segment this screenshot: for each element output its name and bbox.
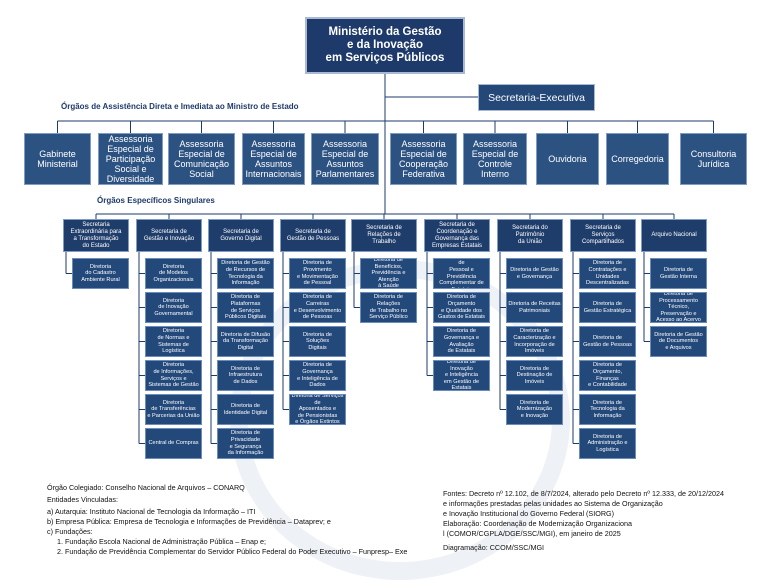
footer-left: Órgão Colegiado: Conselho Nacional de Ar… <box>47 483 407 557</box>
directorate-box-diretoria-de-governanca-e-inteligencia-d[interactable]: Diretoria de Governança e Inteligência d… <box>289 360 346 391</box>
source-line-2: e informações prestadas pelas unidades a… <box>443 499 663 508</box>
linked-entity-b: b) Empresa Pública: Empresa de Tecnologi… <box>47 517 331 526</box>
secretariat-box-arquivo-nacional[interactable]: Arquivo Nacional <box>641 219 707 252</box>
directorate-box-diretoria-de-processamento-tecnico-prese[interactable]: Diretoria de Processamento Técnico, Pres… <box>650 292 707 323</box>
directorate-box-diretoria-de-identidade-digital[interactable]: Diretoria de Identidade Digital <box>217 394 274 425</box>
directorate-box-diretoria-de-plataformas-de-servicos-pub[interactable]: Diretoria de Plataformas de Serviços Púb… <box>217 292 274 323</box>
assistance-box-gabinete-ministerial[interactable]: Gabinete Ministerial <box>24 133 91 185</box>
ministry-box[interactable]: Ministério da Gestão e da Inovação em Se… <box>305 17 465 74</box>
assistance-box-assessoria-especial-de-participacao-soci[interactable]: Assessoria Especial de Participação Soci… <box>98 133 163 185</box>
directorate-box-diretoria-de-orcamento-financas-e-contab[interactable]: Diretoria de Orçamento, Finanças e Conta… <box>579 360 636 391</box>
directorate-box-diretoria-de-orcamento-e-qualidade-dos-g[interactable]: Diretoria de Orçamento e Qualidade dos G… <box>433 292 490 323</box>
elaboration-line-1: Elaboração: Coordenação de Modernização … <box>443 519 632 528</box>
linked-entity-a: a) Autarquia: Instituto Nacional de Tecn… <box>47 507 256 516</box>
directorate-box-diretoria-de-servicos-de-aposentados-e-d[interactable]: Diretoria de Serviços de Aposentados e d… <box>289 394 346 425</box>
directorate-box-diretoria-de-transferencias-e-parcerias-[interactable]: Diretoria de Transferências e Parcerias … <box>145 394 202 425</box>
directorate-box-diretoria-de-gestao-e-governanca[interactable]: Diretoria de Gestão e Governança <box>506 258 563 289</box>
directorate-box-diretoria-de-administracao-e-logistica[interactable]: Diretoria de Administração e Logística <box>579 428 636 459</box>
directorate-box-diretoria-de-gestao-estrategica[interactable]: Diretoria de Gestão Estratégica <box>579 292 636 323</box>
secretariat-box-secretaria-extraordinaria-para-a-transfo[interactable]: Secretaria Extraordinária para a Transfo… <box>63 219 129 252</box>
linked-entities-title: Entidades Vinculadas: <box>47 495 118 504</box>
directorate-box-diretoria-de-caracterizacao-e-incorporac[interactable]: Diretoria de Caracterização e Incorporaç… <box>506 326 563 357</box>
directorate-box-diretoria-do-cadastro-ambiente-rural[interactable]: Diretoria do Cadastro Ambiente Rural <box>72 258 129 289</box>
foundation-1: 1. Fundação Escola Nacional de Administr… <box>57 537 266 546</box>
foundation-2: 2. Fundação de Previdência Complementar … <box>57 547 408 556</box>
directorate-box-diretoria-de-gestao-de-documentos-e-arqu[interactable]: Diretoria de Gestão de Documentos e Arqu… <box>650 326 707 357</box>
directorate-box-central-de-compras[interactable]: Central de Compras <box>145 428 202 459</box>
directorate-box-diretoria-de-receitas-patrimoniais[interactable]: Diretoria de Receitas Patrimoniais <box>506 292 563 323</box>
directorate-box-diretoria-de-solucoes-digitais[interactable]: Diretoria de Soluções Digitais <box>289 326 346 357</box>
secretariat-box-secretaria-de-servicos-compartilhados[interactable]: Secretaria de Serviços Compartilhados <box>570 219 636 252</box>
directorate-box-diretoria-de-contratacoes-e-unidades-des[interactable]: Diretoria de Contratações e Unidades Des… <box>579 258 636 289</box>
linked-entity-c: c) Fundações: <box>47 527 93 536</box>
assistance-box-assessoria-especial-de-assuntos-internac[interactable]: Assessoria Especial de Assuntos Internac… <box>242 133 305 185</box>
directorate-box-diretoria-de-modelos-organizacionais[interactable]: Diretoria de Modelos Organizacionais <box>145 258 202 289</box>
assistance-box-ouvidoria[interactable]: Ouvidoria <box>536 133 599 185</box>
assistance-box-consultoria-juridica[interactable]: Consultoria Jurídica <box>680 133 747 185</box>
elaboration-line-2: l (COMOR/CGPLA/DGE/SSC/MGI), em janeiro … <box>443 529 621 538</box>
directorate-box-diretoria-de-gestao-interna[interactable]: Diretoria de Gestão Interna <box>650 258 707 289</box>
directorate-box-diretoria-de-provimento-e-movimentacao-d[interactable]: Diretoria de Provimento e Movimentação d… <box>289 258 346 289</box>
directorate-box-diretoria-de-privacidade-e-seguranca-da-[interactable]: Diretoria de Privacidade e Segurança da … <box>217 428 274 459</box>
executive-secretariat-box[interactable]: Secretaria-Executiva <box>478 84 595 111</box>
directorate-box-diretoria-de-gestao-de-recursos-de-tecno[interactable]: Diretoria de Gestão de Recursos de Tecno… <box>217 258 274 289</box>
collegiate-text: Órgão Colegiado: Conselho Nacional de Ar… <box>47 483 245 492</box>
directorate-box-diretoria-de-politica-de-pessoal-e-previ[interactable]: Diretoria de Política de Pessoal e Previ… <box>433 258 490 289</box>
secretariat-box-secretaria-de-governo-digital[interactable]: Secretaria de Governo Digital <box>208 219 274 252</box>
source-line-3: e Inovação Institucional do Governo Fede… <box>443 509 614 518</box>
secretariat-box-secretaria-de-coordenacao-e-governanca-d[interactable]: Secretaria de Coordenação e Governança d… <box>424 219 490 252</box>
directorate-box-diretoria-de-difusao-da-transformacao-di[interactable]: Diretoria de Difusão da Transformação Di… <box>217 326 274 357</box>
secretariat-box-secretaria-do-patrimonio-da-uniao[interactable]: Secretaria do Patrimônio da União <box>497 219 563 252</box>
layout-credit: Diagramação: CCOM/SSC/MGI <box>443 543 545 552</box>
directorate-box-diretoria-de-gestao-de-pessoas[interactable]: Diretoria de Gestão de Pessoas <box>579 326 636 357</box>
assistance-box-assessoria-especial-de-cooperacao-federa[interactable]: Assessoria Especial de Cooperação Federa… <box>390 133 457 185</box>
assistance-box-assessoria-especial-de-controle-interno[interactable]: Assessoria Especial de Controle Interno <box>463 133 527 185</box>
assistance-box-assessoria-especial-de-assuntos-parlamen[interactable]: Assessoria Especial de Assuntos Parlamen… <box>311 133 379 185</box>
directorate-box-diretoria-de-beneficios-previdencia-e-at[interactable]: Diretoria de Benefícios, Previdência e A… <box>360 258 417 289</box>
directorate-box-diretoria-de-destinacao-de-imoveis[interactable]: Diretoria de Destinação de Imóveis <box>506 360 563 391</box>
directorate-box-diretoria-de-relacoes-de-trabalho-no-ser[interactable]: Diretoria de Relações de Trabalho no Ser… <box>360 292 417 323</box>
directorate-box-diretoria-de-carreiras-e-desenvolvimento[interactable]: Diretoria de Carreiras e Desenvolvimento… <box>289 292 346 323</box>
direct-assistance-heading: Órgãos de Assistência Direta e Imediata … <box>61 102 299 111</box>
footer-right: Fontes: Decreto nº 12.102, de 8/7/2024, … <box>443 489 724 553</box>
directorate-box-diretoria-de-modernizacao-e-inovacao[interactable]: Diretoria de Modernização e Inovação <box>506 394 563 425</box>
assistance-box-corregedoria[interactable]: Corregedoria <box>606 133 669 185</box>
directorate-box-diretoria-de-informacoes-servicos-e-sist[interactable]: Diretoria de Informações, Serviços e Sis… <box>145 360 202 391</box>
source-line-1: Fontes: Decreto nº 12.102, de 8/7/2024, … <box>443 489 724 498</box>
secretariat-box-secretaria-de-gestao-e-inovacao[interactable]: Secretaria de Gestão e Inovação <box>136 219 202 252</box>
directorate-box-diretoria-de-infraestrutura-de-dados[interactable]: Diretoria de Infraestrutura de Dados <box>217 360 274 391</box>
assistance-box-assessoria-especial-de-comunicacao-socia[interactable]: Assessoria Especial de Comunicação Socia… <box>168 133 235 185</box>
directorate-box-diretoria-de-normas-e-sistemas-de-logist[interactable]: Diretoria de Normas e Sistemas de Logíst… <box>145 326 202 357</box>
directorate-box-diretoria-de-inovacao-e-inteligencia-em-[interactable]: Diretoria de Inovação e Inteligência em … <box>433 360 490 391</box>
directorate-box-diretoria-de-tecnologia-da-informacao[interactable]: Diretoria de Tecnologia da Informação <box>579 394 636 425</box>
secretariat-box-secretaria-de-gestao-de-pessoas[interactable]: Secretaria de Gestão de Pessoas <box>280 219 346 252</box>
secretariat-box-secretaria-de-relacoes-de-trabalho[interactable]: Secretaria de Relações de Trabalho <box>351 219 417 252</box>
singular-organs-heading: Órgãos Específicos Singulares <box>97 196 215 205</box>
directorate-box-diretoria-de-inovacao-governamental[interactable]: Diretoria de Inovação Governamental <box>145 292 202 323</box>
directorate-box-diretoria-de-governanca-e-avaliacao-de-e[interactable]: Diretoria de Governança e Avaliação de E… <box>433 326 490 357</box>
